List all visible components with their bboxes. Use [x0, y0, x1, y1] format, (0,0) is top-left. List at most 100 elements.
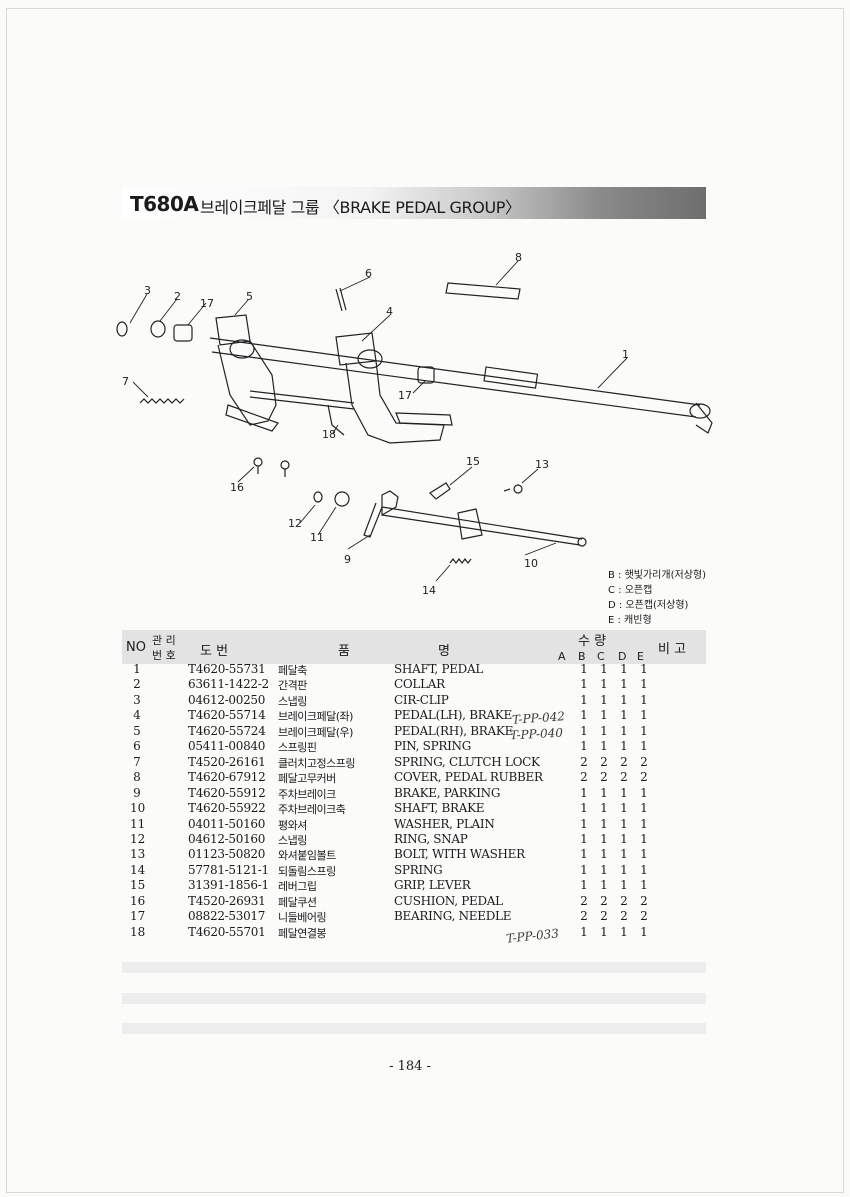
- qty-d: 2: [620, 770, 628, 785]
- row-number: 10: [130, 801, 146, 816]
- qty-b: 2: [580, 893, 588, 908]
- callout-17b: 17: [398, 389, 412, 402]
- col-header-mgmt-top: 관 리: [152, 634, 176, 647]
- korean-part-name: 되돌림스프링: [278, 864, 336, 878]
- korean-part-name: 니들베어링: [278, 911, 327, 925]
- qty-e: 2: [640, 909, 648, 924]
- english-part-name: CUSHION, PEDAL: [394, 893, 503, 908]
- row-number: 4: [133, 708, 141, 723]
- callout-2: 2: [174, 290, 181, 303]
- qty-c: 1: [600, 708, 608, 723]
- drawing-number: T4620-55724: [188, 723, 266, 738]
- qty-b: 2: [580, 754, 588, 769]
- qty-d: 1: [620, 831, 628, 846]
- qty-e: 1: [640, 847, 648, 862]
- qty-b: 1: [580, 692, 588, 707]
- page-number: - 184 -: [389, 1059, 431, 1074]
- qty-c: 1: [600, 924, 608, 939]
- callout-14: 14: [422, 584, 436, 597]
- row-number: 2: [133, 677, 141, 692]
- qty-b: 1: [580, 924, 588, 939]
- korean-part-name: 스냅링: [278, 833, 307, 847]
- qty-b: 2: [580, 770, 588, 785]
- qty-e: 1: [640, 924, 648, 939]
- row-number: 1: [133, 662, 141, 676]
- english-part-name: BRAKE, PARKING: [394, 785, 501, 800]
- korean-part-name: 브레이크페달(좌): [278, 710, 353, 724]
- col-header-qty: 수 량: [578, 634, 607, 649]
- qty-d: 1: [620, 785, 628, 800]
- qty-c: 2: [600, 909, 608, 924]
- row-number: 11: [130, 816, 146, 831]
- legend-item-d: D : 오픈캡(저상형): [608, 600, 689, 611]
- row-number: 18: [130, 924, 146, 939]
- title-bar: [122, 187, 706, 219]
- drawing-number: 04612-00250: [188, 692, 266, 707]
- qty-b: 1: [580, 723, 588, 738]
- qty-e: 1: [640, 801, 648, 816]
- drawing-number: 63611-1422-2: [188, 677, 269, 692]
- qty-d: 1: [620, 723, 628, 738]
- qty-b: 1: [580, 878, 588, 893]
- callout-15: 15: [466, 455, 480, 468]
- qty-c: 1: [600, 739, 608, 754]
- legend-item-e: E : 캐빈형: [608, 615, 652, 626]
- col-header-name-a: 품: [338, 644, 350, 659]
- qty-b: 1: [580, 677, 588, 692]
- qty-b: 1: [580, 831, 588, 846]
- qty-c: 1: [600, 723, 608, 738]
- qty-c: 1: [600, 662, 608, 676]
- korean-part-name: 스냅링: [278, 694, 307, 708]
- drawing-number: 31391-1856-1: [188, 878, 269, 893]
- qty-e: 1: [640, 816, 648, 831]
- callout-12: 12: [288, 517, 302, 530]
- korean-part-name: 페달쿠션: [278, 895, 317, 909]
- callout-7: 7: [122, 375, 129, 388]
- qty-c: 1: [600, 816, 608, 831]
- callout-1: 1: [622, 348, 629, 361]
- empty-row-shading: [122, 993, 706, 1004]
- col-header-remark: 비 고: [658, 642, 687, 657]
- qty-d: 1: [620, 708, 628, 723]
- qty-d: 1: [620, 801, 628, 816]
- english-part-name: CIR-CLIP: [394, 692, 449, 707]
- qty-b: 1: [580, 801, 588, 816]
- row-number: 13: [130, 847, 146, 862]
- qty-e: 2: [640, 770, 648, 785]
- english-part-name: SPRING, CLUTCH LOCK: [394, 754, 540, 769]
- drawing-number: T4620-55731: [188, 662, 266, 676]
- english-part-name: SHAFT, PEDAL: [394, 662, 484, 676]
- korean-part-name: 페달축: [278, 664, 307, 677]
- callout-5: 5: [246, 290, 253, 303]
- legend-item-b: B : 햇빛가리개(저상형): [608, 570, 706, 581]
- qty-e: 2: [640, 754, 648, 769]
- qty-b: 1: [580, 862, 588, 877]
- korean-part-name: 페달연결봉: [278, 926, 327, 940]
- english-part-name: PIN, SPRING: [394, 739, 472, 754]
- page-border: [6, 8, 844, 1193]
- table-header-band: [122, 630, 706, 664]
- col-header-qty-c: C: [597, 650, 605, 663]
- qty-e: 1: [640, 831, 648, 846]
- row-number: 3: [133, 692, 141, 707]
- callout-9: 9: [344, 553, 351, 566]
- col-header-qty-a: A: [558, 650, 566, 663]
- korean-part-name: 와셔붙임볼트: [278, 849, 336, 863]
- row-number: 12: [130, 831, 146, 846]
- qty-d: 2: [620, 893, 628, 908]
- qty-d: 1: [620, 692, 628, 707]
- callout-17a: 17: [200, 297, 214, 310]
- callout-18: 18: [322, 428, 336, 441]
- row-number: 6: [133, 739, 141, 754]
- korean-part-name: 레버그립: [278, 880, 317, 894]
- legend-item-c: C : 오픈캡: [608, 585, 653, 596]
- qty-d: 1: [620, 677, 628, 692]
- qty-e: 1: [640, 692, 648, 707]
